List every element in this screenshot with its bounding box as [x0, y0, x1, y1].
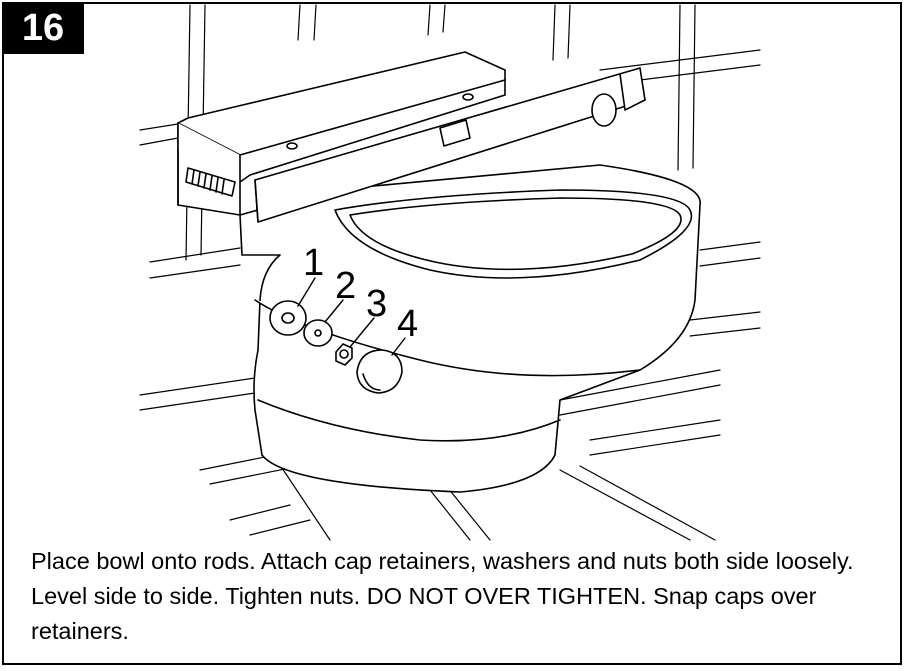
cap-retainer: [269, 300, 307, 336]
instruction-text: Place bowl onto rods. Attach cap retaine…: [31, 548, 854, 644]
spirit-level: [254, 67, 646, 223]
cap: [356, 349, 403, 394]
water-bowl: [239, 164, 701, 493]
callout-4: 4: [397, 303, 418, 345]
bowl-installation-illustration: 1 2 3 4: [139, 4, 761, 541]
threaded-rod: [185, 167, 236, 197]
nut: [335, 343, 353, 366]
washer: [303, 319, 333, 347]
callout-1: 1: [303, 242, 324, 284]
wall-tile-grid: [139, 4, 761, 337]
step-number-badge: 16: [2, 2, 84, 54]
callout-3: 3: [366, 283, 387, 325]
callout-2: 2: [335, 265, 356, 307]
callout-leaders: [297, 277, 406, 356]
